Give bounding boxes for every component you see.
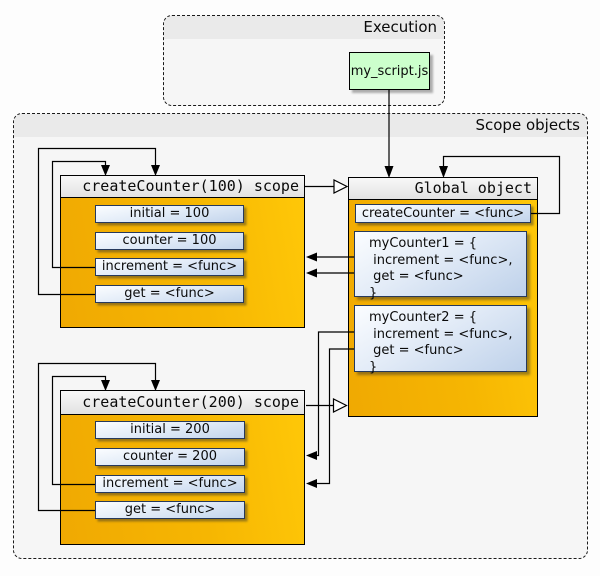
global-object-title: Global object [349, 178, 537, 200]
scope100-var-initial: initial = 100 [95, 205, 244, 223]
scope200-var-counter: counter = 200 [95, 448, 245, 466]
global-object-box: Global object createCounter = <func> myC… [348, 177, 538, 417]
scope200-title: createCounter(200) scope [61, 391, 304, 415]
my-script-node: my_script.js [349, 52, 430, 90]
scope-objects-frame-title: Scope objects [14, 114, 587, 137]
global-obj-mycounter2: myCounter2 = { increment = <func>, get =… [354, 305, 527, 375]
scope200-box: createCounter(200) scope initial = 200 c… [60, 390, 305, 545]
scope100-var-increment: increment = <func> [95, 258, 244, 276]
global-var-createcounter: createCounter = <func> [355, 204, 531, 223]
scope100-var-counter: counter = 100 [95, 232, 244, 250]
scope100-title: createCounter(100) scope [61, 176, 304, 198]
global-obj-mycounter1: myCounter1 = { increment = <func>, get =… [354, 231, 527, 301]
scope100-var-get: get = <func> [95, 285, 244, 303]
scope100-box: createCounter(100) scope initial = 100 c… [60, 175, 305, 328]
scope200-var-increment: increment = <func> [95, 475, 245, 493]
scope200-var-initial: initial = 200 [95, 421, 245, 439]
scope200-var-get: get = <func> [95, 501, 245, 519]
execution-frame-title: Execution [164, 16, 444, 39]
